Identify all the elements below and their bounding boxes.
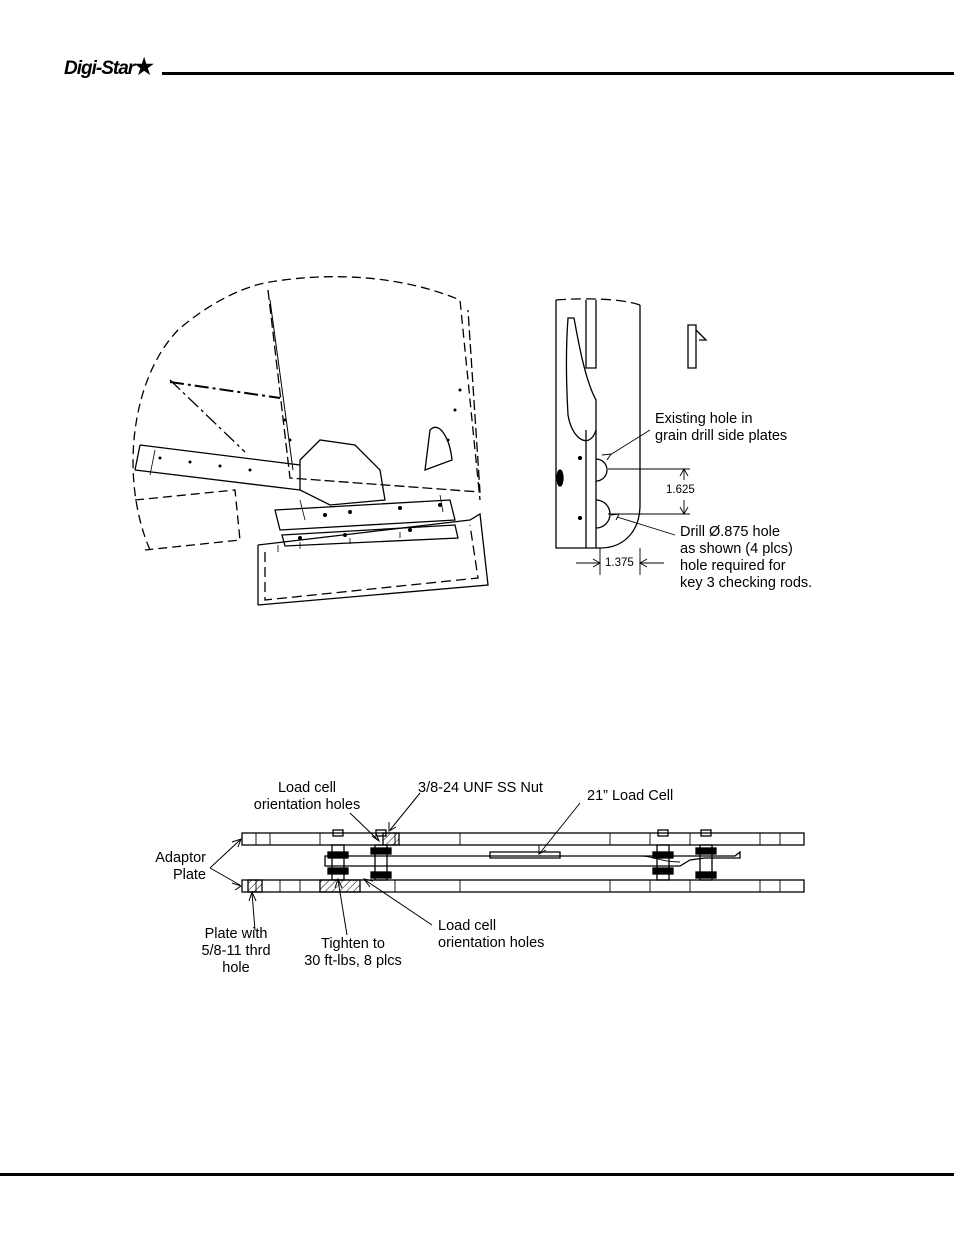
orientation-bottom-line-1: Load cell: [438, 918, 497, 934]
plate-thread-callout: Plate with 5/8-11 thrd hole: [190, 926, 282, 977]
star-icon: ★: [134, 54, 154, 79]
dimension-1-375: 1.375: [605, 557, 634, 569]
drill-hole-line-3: hole required for: [680, 558, 786, 574]
footer-rule: [0, 1173, 954, 1176]
plate-thread-line-2: 5/8-11 thrd: [201, 943, 271, 959]
drill-hole-line-1: Drill Ø.875 hole: [680, 524, 780, 540]
load-cell-assembly: [209, 792, 805, 936]
existing-hole-line-2: grain drill side plates: [655, 428, 788, 444]
adaptor-plate-line-1: Adaptor: [155, 850, 206, 866]
adaptor-plate-line-2: Plate: [172, 867, 206, 883]
existing-hole-callout: Existing hole in grain drill side plates: [655, 411, 787, 445]
load-cell-callout: 21” Load Cell: [587, 788, 674, 804]
plate-thread-line-1: Plate with: [204, 926, 268, 942]
digi-star-logo: Digi-Star★: [64, 54, 154, 80]
drill-hole-line-2: as shown (4 plcs): [680, 541, 793, 557]
tighten-line-1: Tighten to: [321, 936, 385, 952]
adaptor-plate-callout: Adaptor Plate: [140, 850, 206, 884]
plate-thread-line-3: hole: [222, 960, 250, 976]
header-rule: [162, 72, 954, 75]
load-cell-orientation-top-callout: Load cell orientation holes: [232, 780, 382, 814]
orientation-top-line-2: orientation holes: [253, 797, 361, 813]
orientation-top-line-1: Load cell: [277, 780, 337, 796]
side-plate-detail: [555, 298, 708, 575]
dimension-1-625: 1.625: [666, 484, 695, 496]
tighten-line-2: 30 ft-lbs, 8 plcs: [304, 953, 402, 969]
orientation-bottom-line-2: orientation holes: [438, 935, 545, 951]
load-cell-orientation-bottom-callout: Load cell orientation holes: [438, 918, 544, 952]
nut-callout: 3/8-24 UNF SS Nut: [418, 780, 543, 796]
drill-hole-line-4: key 3 checking rods.: [680, 575, 813, 591]
tighten-callout: Tighten to 30 ft-lbs, 8 plcs: [293, 936, 413, 970]
drill-hole-callout: Drill Ø.875 hole as shown (4 plcs) hole …: [680, 524, 812, 592]
grain-drill-frame-detail: [132, 276, 489, 606]
existing-hole-line-1: Existing hole in: [655, 411, 753, 427]
logo-text: Digi-Star: [64, 58, 135, 79]
